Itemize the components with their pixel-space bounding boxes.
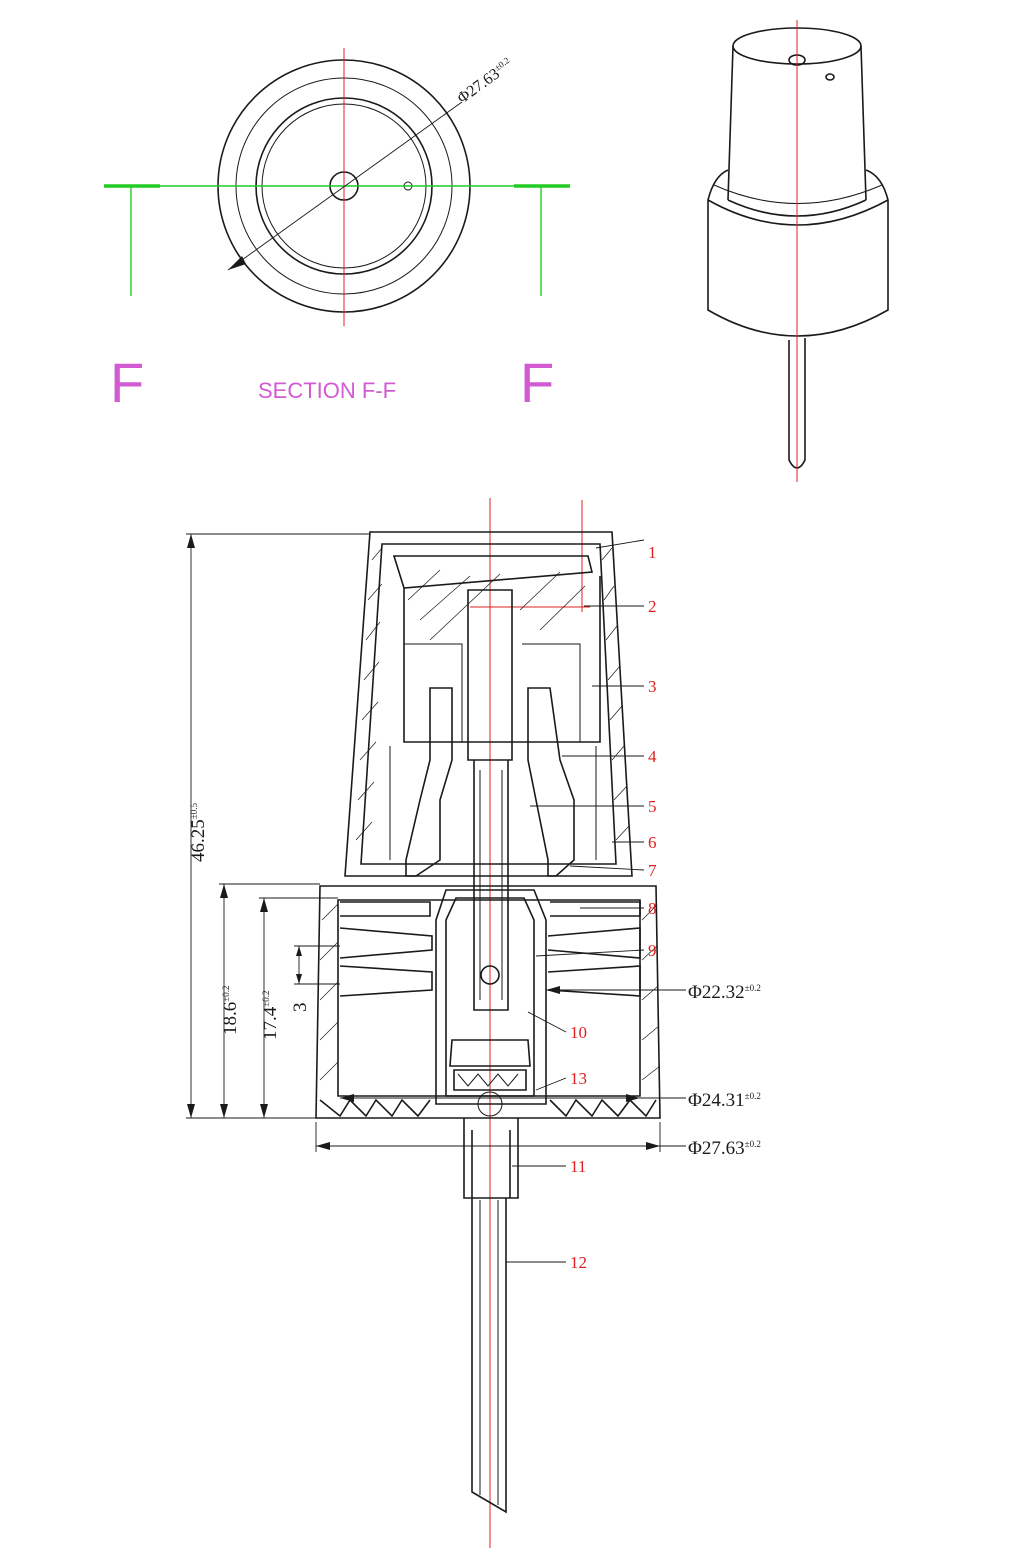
top-view: Φ27.63±0.2 F F SECTION F-F bbox=[104, 48, 570, 414]
part-number-5: 5 bbox=[648, 797, 657, 816]
part-number-1: 1 bbox=[648, 543, 657, 562]
part-number-13: 13 bbox=[570, 1069, 587, 1088]
part-number-8: 8 bbox=[648, 899, 657, 918]
section-letter-right: F bbox=[520, 351, 554, 414]
dim-height-18-6: 18.6±0.2 bbox=[220, 986, 241, 1035]
part-number-7: 7 bbox=[648, 861, 657, 880]
dim-dia-22-32: Φ22.32±0.2 bbox=[688, 982, 761, 1003]
dim-thread-pitch: 3 bbox=[290, 1003, 311, 1013]
section-letter-left: F bbox=[110, 351, 144, 414]
dim-dia-27-63: Φ27.63±0.2 bbox=[688, 1138, 761, 1159]
top-diameter-label: Φ27.63±0.2 bbox=[454, 55, 516, 107]
isometric-view bbox=[707, 20, 889, 482]
part-number-10: 10 bbox=[570, 1023, 587, 1042]
closure-collar bbox=[315, 885, 661, 1119]
part-number-11: 11 bbox=[570, 1157, 586, 1176]
actuator-outer bbox=[344, 531, 633, 877]
dim-height-17-4: 17.4±0.2 bbox=[260, 991, 281, 1040]
part-number-3: 3 bbox=[648, 677, 657, 696]
part-number-12: 12 bbox=[570, 1253, 587, 1272]
part-number-6: 6 bbox=[648, 833, 657, 852]
part-number-2: 2 bbox=[648, 597, 657, 616]
cross-section-view: 46.25±0.5 18.6±0.2 17.4±0.2 3 Φ22.32±0.2 bbox=[186, 498, 761, 1548]
dim-overall-height: 46.25±0.5 bbox=[188, 803, 209, 862]
section-label: SECTION F-F bbox=[258, 378, 396, 403]
dim-dia-24-31: Φ24.31±0.2 bbox=[688, 1090, 761, 1111]
part-number-4: 4 bbox=[648, 747, 657, 766]
part-number-9: 9 bbox=[648, 941, 657, 960]
